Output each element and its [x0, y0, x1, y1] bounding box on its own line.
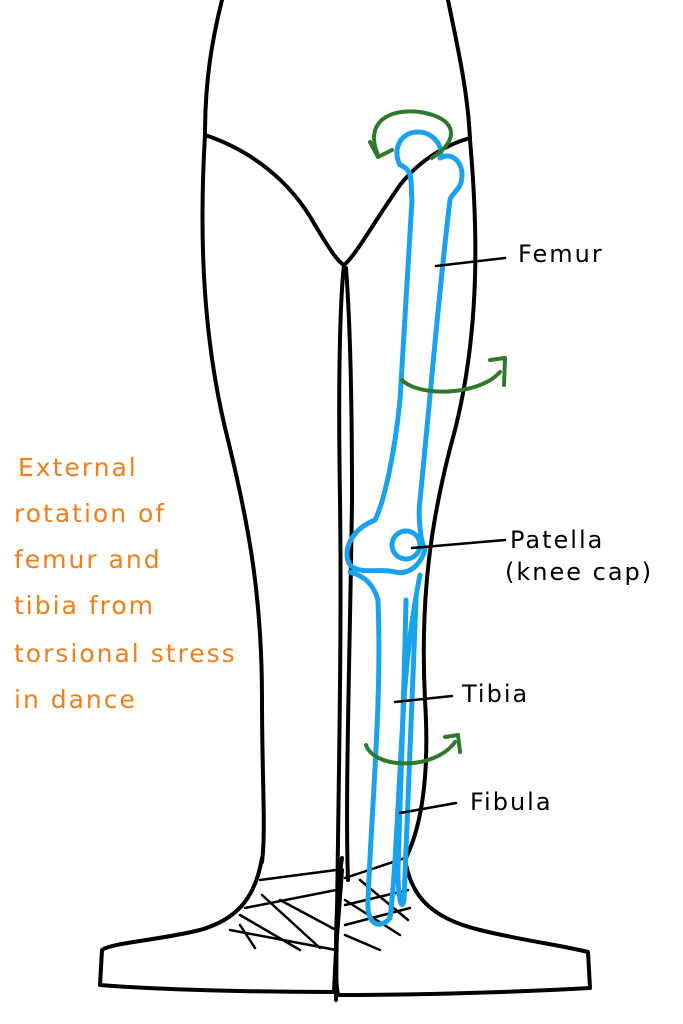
left-leg-outer-edge — [200, 0, 266, 864]
fibula-bone — [395, 597, 419, 908]
left-inner-leg — [334, 263, 346, 1002]
pointe-shoes — [98, 856, 592, 997]
note-line: tibia from — [14, 591, 155, 620]
bones — [344, 129, 465, 927]
patella-label: Patella — [510, 526, 604, 554]
body-outline — [200, 0, 478, 1002]
fibula-leader — [398, 801, 458, 815]
rotation-note: External rotation of femur and tibia fro… — [14, 453, 237, 714]
thigh-rotation-arrow — [400, 356, 507, 394]
note-line: torsional stress — [14, 639, 237, 668]
note-line: rotation of — [14, 499, 166, 528]
right-shoe-ribbons — [343, 856, 412, 952]
right-leg-outer-edge — [403, 0, 478, 862]
left-shoe-ribbons — [228, 868, 338, 952]
right-inner-leg — [344, 266, 354, 882]
leotard-line — [203, 133, 472, 267]
right-shoe — [334, 856, 592, 997]
note-line: femur and — [14, 545, 162, 574]
note-line: in dance — [14, 685, 137, 714]
shin-rotation-arrow — [364, 733, 462, 766]
tibia-leader — [393, 694, 454, 704]
note-line: External — [18, 453, 138, 482]
left-shoe — [98, 856, 344, 994]
femur-label: Femur — [518, 240, 604, 268]
femur-leader — [434, 256, 507, 268]
patella-bone — [389, 528, 423, 562]
fibula-label: Fibula — [470, 788, 553, 816]
label-leaders — [393, 256, 507, 815]
femur-bone — [344, 129, 465, 576]
patella-leader — [410, 538, 507, 550]
tibia-label: Tibia — [461, 680, 529, 708]
hip-rotation-arrow — [368, 109, 453, 160]
patella-note-label: (knee cap) — [505, 558, 653, 586]
rotation-arrows — [364, 109, 507, 766]
